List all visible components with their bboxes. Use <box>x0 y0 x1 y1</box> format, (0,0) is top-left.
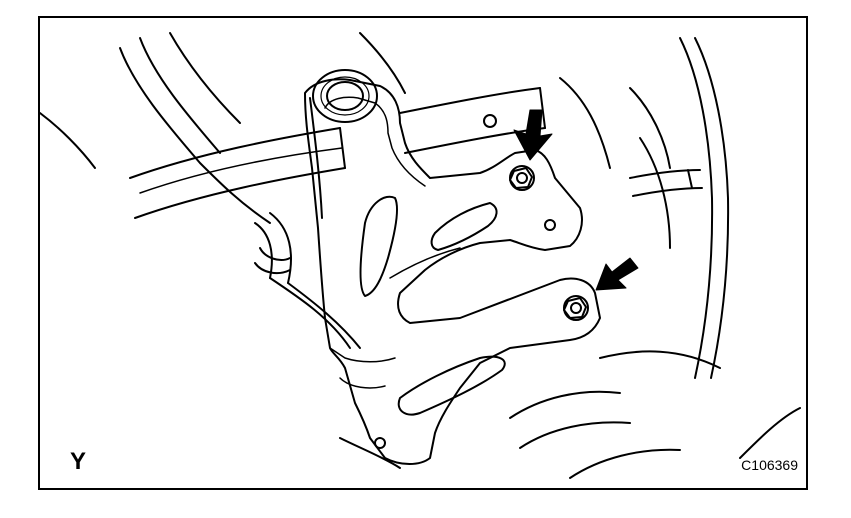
bracket-illustration <box>40 32 801 479</box>
view-label: Y <box>70 448 87 475</box>
plate-slots <box>359 195 506 416</box>
bolt-upper <box>509 165 535 191</box>
holes <box>374 114 556 449</box>
right-tube <box>629 169 703 197</box>
mount-bracket <box>304 78 601 465</box>
arrow-indicator-icon <box>595 257 639 291</box>
diagram-frame: Y C106369 <box>38 16 808 490</box>
figure-code: C106369 <box>741 457 798 473</box>
bushing <box>312 69 378 123</box>
arrow-indicator-icon <box>513 109 553 161</box>
cross-tube <box>129 87 546 219</box>
left-pipe <box>254 212 361 349</box>
background-structure <box>40 32 801 479</box>
bolt-lower <box>563 295 589 321</box>
